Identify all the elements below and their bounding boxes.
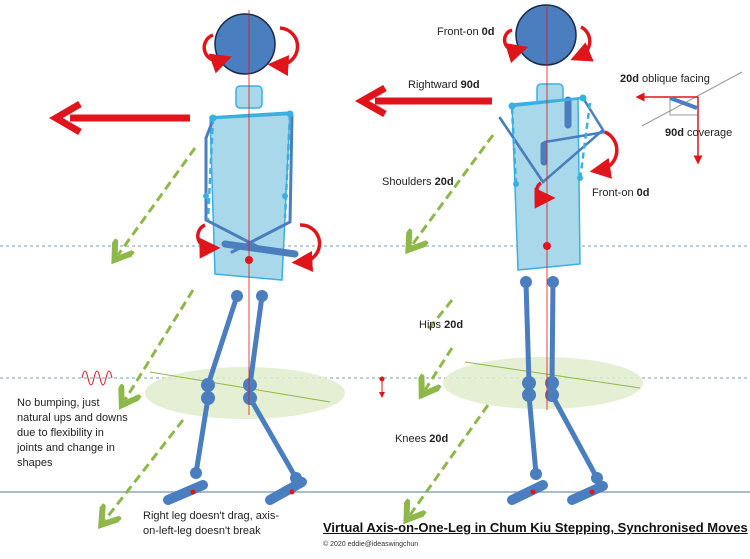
guide-arrows [105, 134, 495, 520]
wave-icon [81, 370, 113, 386]
left-figure [81, 10, 322, 505]
label-hips: Hips 20d [419, 319, 464, 331]
head [214, 13, 276, 75]
diagram-title: Virtual Axis-on-One-Leg in Chum Kiu Step… [323, 520, 748, 535]
note-bumping: No bumping, just natural ups and downs d… [17, 397, 128, 469]
label-oblique: 20d oblique facing [620, 73, 710, 85]
right-hip-plane [443, 357, 643, 409]
label-rightward: Rightward 90d [408, 79, 480, 91]
copyright: © 2020 eddie@ideaswingchun [323, 541, 419, 548]
label-coverage: 90d coverage [665, 127, 733, 139]
leftward-arrow [49, 100, 190, 136]
torso [209, 111, 291, 281]
label-front-on-head: Front-on 0d [437, 26, 495, 38]
oblique-facing-diagram [635, 71, 743, 165]
label-knees: Knees 20d [395, 433, 449, 445]
right-figure [498, 4, 619, 505]
head [515, 4, 577, 66]
rightward-arrow [354, 84, 492, 118]
note-right-leg: Right leg doesn't drag, axis-on-left-leg… [143, 510, 280, 537]
label-shoulders: Shoulders 20d [382, 176, 454, 188]
left-hip-plane [145, 367, 345, 419]
label-front-on-torso: Front-on 0d [592, 187, 650, 199]
drop-indicator [379, 376, 385, 398]
